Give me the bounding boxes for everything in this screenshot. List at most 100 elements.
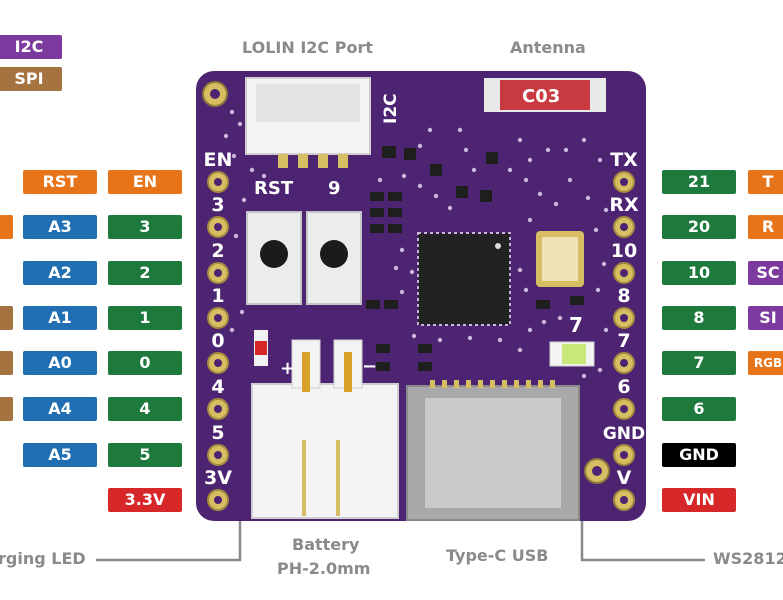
silk-plus: + — [280, 358, 295, 379]
via-33 — [399, 289, 405, 295]
via-22 — [585, 195, 591, 201]
left-pin-label-2: 2 — [108, 261, 182, 285]
via-21 — [567, 177, 573, 183]
via-6 — [241, 197, 247, 203]
left-pin-hole-center-7 — [214, 496, 222, 504]
via-8 — [239, 309, 245, 315]
right-pin-silk-4: 7 — [617, 330, 630, 352]
left-pin-silk-6: 5 — [211, 422, 224, 444]
right-pin-hole-center-7 — [620, 496, 628, 504]
caption-type-c-usb: Type-C USB — [446, 546, 549, 565]
right-pin-label-5: 6 — [662, 397, 736, 421]
left-func-label-2: A2 — [23, 261, 97, 285]
via-40 — [399, 247, 405, 253]
pcb-vias — [223, 109, 609, 379]
left-edge-stub-4 — [0, 351, 13, 375]
right-pin-label-2: 10 — [662, 261, 736, 285]
via-37 — [497, 337, 503, 343]
via-50 — [597, 367, 603, 373]
via-3 — [249, 167, 255, 173]
via-51 — [457, 127, 463, 133]
caption-battery-line2: PH-2.0mm — [277, 559, 371, 578]
via-43 — [517, 267, 523, 273]
left-func-label-4: A0 — [23, 351, 97, 375]
mcu-chip — [417, 232, 511, 326]
via-39 — [527, 327, 533, 333]
left-pin-label-0: EN — [108, 170, 182, 194]
left-pin-label-1: 3 — [108, 215, 182, 239]
left-pin-silk-0: EN — [204, 149, 233, 171]
left-func-label-0: RST — [23, 170, 97, 194]
left-pin-silk-5: 4 — [211, 376, 224, 398]
left-pin-label-7: 3.3V — [108, 488, 182, 512]
via-28 — [527, 157, 533, 163]
right-pin-hole-center-4 — [620, 359, 628, 367]
via-24 — [603, 207, 609, 213]
via-38 — [517, 347, 523, 353]
caption-charging-led: rging LED — [0, 549, 86, 568]
left-pin-hole-center-4 — [214, 359, 222, 367]
left-pin-silk-7: 3V — [204, 467, 232, 489]
via-25 — [593, 227, 599, 233]
silk-minus: − — [362, 356, 377, 377]
right-pin-label-3: 8 — [662, 306, 736, 330]
via-48 — [557, 315, 563, 321]
left-pin-label-5: 4 — [108, 397, 182, 421]
silk-7: 7 — [569, 313, 583, 337]
via-19 — [537, 191, 543, 197]
right-pin-hole-center-5 — [620, 405, 628, 413]
left-pin-hole-center-6 — [214, 451, 222, 459]
left-edge-stub-3 — [0, 306, 13, 330]
right-pin-label-4: 7 — [662, 351, 736, 375]
battery-connector — [251, 383, 399, 519]
right-pin-label-7: VIN — [662, 488, 736, 512]
via-11 — [401, 173, 407, 179]
right-pin-hole-center-0 — [620, 178, 628, 186]
via-34 — [411, 333, 417, 339]
caption-i2c-port: LOLIN I2C Port — [242, 38, 373, 57]
via-36 — [467, 335, 473, 341]
via-26 — [601, 261, 607, 267]
silk-rst: RST — [254, 178, 294, 199]
via-16 — [471, 167, 477, 173]
legend-spi: SPI — [0, 67, 62, 91]
right-func-label-4: RGB — [748, 351, 783, 375]
via-41 — [393, 265, 399, 271]
right-pin-silk-3: 8 — [617, 285, 630, 307]
right-pin-hole-center-6 — [620, 451, 628, 459]
via-23 — [597, 157, 603, 163]
right-pin-silk-7: V — [617, 467, 632, 489]
via-7 — [233, 233, 239, 239]
left-pin-silk-2: 2 — [211, 240, 224, 262]
via-42 — [527, 217, 533, 223]
left-pin-hole-center-2 — [214, 269, 222, 277]
left-pin-hole-center-3 — [214, 314, 222, 322]
left-pin-silk-3: 1 — [211, 285, 224, 307]
via-5 — [231, 153, 237, 159]
right-pin-label-1: 20 — [662, 215, 736, 239]
left-func-label-3: A1 — [23, 306, 97, 330]
via-20 — [553, 201, 559, 207]
left-pin-hole-center-0 — [214, 178, 222, 186]
left-func-label-1: A3 — [23, 215, 97, 239]
via-14 — [447, 205, 453, 211]
right-pin-silk-2: 10 — [611, 240, 637, 262]
via-30 — [563, 147, 569, 153]
left-pin-holes — [207, 171, 229, 511]
silk-i2c: I2C — [381, 93, 401, 124]
via-18 — [523, 177, 529, 183]
right-pin-label-0: 21 — [662, 170, 736, 194]
right-pin-hole-center-3 — [620, 314, 628, 322]
via-44 — [523, 287, 529, 293]
caption-antenna: Antenna — [510, 38, 586, 57]
left-pin-label-3: 1 — [108, 306, 182, 330]
left-pin-hole-center-5 — [214, 405, 222, 413]
via-12 — [417, 183, 423, 189]
right-pin-silk-0: TX — [610, 149, 638, 171]
right-pin-hole-center-2 — [620, 269, 628, 277]
left-edge-stub-5 — [0, 397, 13, 421]
via-13 — [433, 193, 439, 199]
